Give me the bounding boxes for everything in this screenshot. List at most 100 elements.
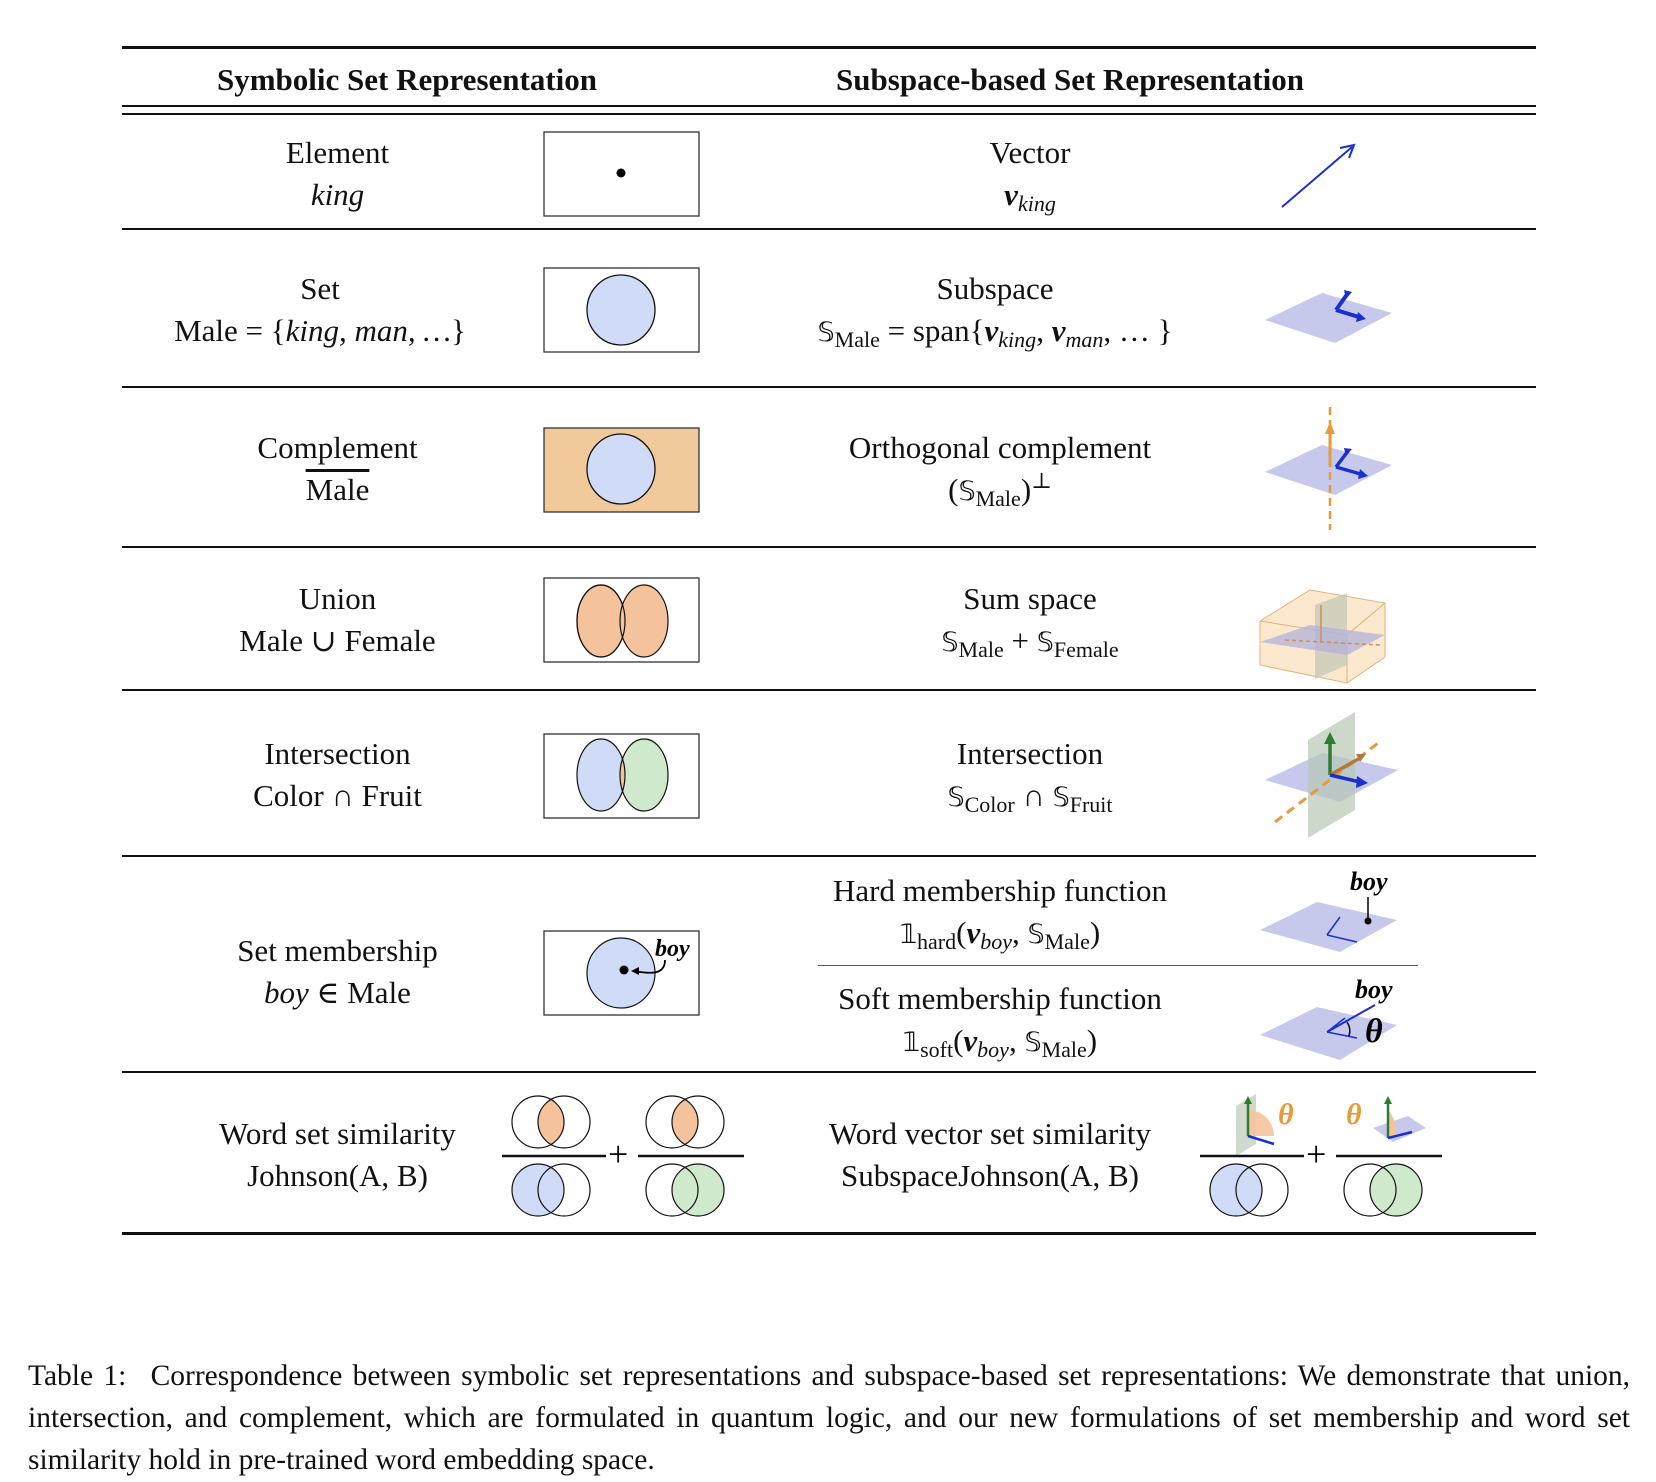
label-hard-membership: Hard membership function bbox=[832, 873, 1168, 908]
indicator-symbol: 𝟙 bbox=[902, 1027, 921, 1058]
S-symbol: 𝕊 bbox=[941, 627, 959, 658]
v2-sub: man bbox=[1065, 327, 1104, 352]
paren-close: ) bbox=[1086, 1023, 1098, 1058]
S-subscript: Male bbox=[834, 327, 880, 352]
vector-arrow-icon bbox=[1281, 146, 1353, 208]
S1-subscript: Color bbox=[964, 792, 1015, 817]
S-symbol: 𝕊 bbox=[1052, 782, 1070, 813]
plus-sign: + bbox=[1306, 1134, 1326, 1174]
header-rule-2 bbox=[122, 113, 1536, 115]
row-rule bbox=[122, 1071, 1536, 1073]
expr-subspace-johnson: SubspaceJohnson(A, B) bbox=[841, 1158, 1139, 1193]
set-lhs: Male bbox=[174, 313, 238, 348]
v1-sub: king bbox=[998, 327, 1037, 352]
S-symbol: 𝕊 bbox=[947, 782, 965, 813]
complement-figure bbox=[543, 427, 700, 513]
cell-soft-membership: Soft membership function 𝟙soft(vboy, 𝕊Ma… bbox=[790, 978, 1210, 1064]
row-rule bbox=[122, 689, 1536, 691]
expr-johnson: Johnson(A, B) bbox=[247, 1158, 428, 1193]
expr-complement: Male bbox=[305, 472, 370, 507]
label-sum-space: Sum space bbox=[963, 581, 1097, 616]
cell-orthogonal: Orthogonal complement (𝕊Male)⊥ bbox=[790, 427, 1210, 513]
vector-figure bbox=[1281, 143, 1356, 208]
element-figure bbox=[543, 131, 700, 217]
orthogonal-figure bbox=[1265, 407, 1392, 530]
row-rule bbox=[122, 386, 1536, 388]
paren-close: ) bbox=[1089, 915, 1101, 950]
membership-divider bbox=[818, 965, 1418, 967]
S-symbol: 𝕊 bbox=[1027, 919, 1045, 950]
paren-open: ( bbox=[953, 1023, 964, 1058]
top-rule bbox=[122, 46, 1536, 49]
label-word-set-similarity: Word set similarity bbox=[219, 1116, 456, 1151]
header-symbolic: Symbolic Set Representation bbox=[216, 62, 598, 97]
v1: v bbox=[984, 313, 999, 348]
set-close: } bbox=[451, 313, 466, 348]
caption-label: Table 1: bbox=[28, 1360, 127, 1392]
S-symbol: 𝕊 bbox=[817, 317, 835, 348]
cell-word-vector-similarity: Word vector set similarity SubspaceJohns… bbox=[800, 1113, 1180, 1197]
cell-subspace: Subspace 𝕊Male = span{vking, vman, … } bbox=[770, 268, 1220, 354]
S1-subscript: Male bbox=[958, 637, 1004, 662]
hard-membership-figure: boy bbox=[1260, 867, 1397, 952]
subspace-figure bbox=[1265, 290, 1392, 343]
cell-set-membership: Set membership boy ∈ Male bbox=[160, 930, 515, 1014]
v-sub: boy bbox=[980, 929, 1012, 954]
span-rest: , … } bbox=[1103, 313, 1173, 348]
set-figure bbox=[543, 267, 700, 353]
label-soft-membership: Soft membership function bbox=[838, 981, 1162, 1016]
row-rule bbox=[122, 855, 1536, 857]
cell-word-set-similarity: Word set similarity Johnson(A, B) bbox=[160, 1113, 515, 1197]
johnson-figure: + bbox=[502, 1095, 744, 1217]
paren-open: ( bbox=[956, 915, 967, 950]
label-subspace-intersection: Intersection bbox=[956, 736, 1104, 771]
bottom-rule bbox=[122, 1232, 1536, 1235]
S-symbol: 𝕊 bbox=[1024, 1027, 1042, 1058]
membership-elem: boy bbox=[264, 975, 309, 1010]
cell-subspace-intersection: Intersection 𝕊Color ∩ 𝕊Fruit bbox=[830, 733, 1230, 819]
row-rule bbox=[122, 546, 1536, 548]
cell-intersection: Intersection Color ∩ Fruit bbox=[160, 733, 515, 817]
set-circle bbox=[586, 274, 656, 346]
caption-text: Correspondence between symbolic set repr… bbox=[28, 1360, 1631, 1476]
S2-subscript: Female bbox=[1053, 637, 1119, 662]
set-items: king, man, … bbox=[285, 313, 451, 348]
label-set: Set bbox=[300, 271, 340, 306]
label-orthogonal: Orthogonal complement bbox=[848, 430, 1152, 465]
S-subscript: Male bbox=[975, 486, 1021, 511]
v2: v bbox=[1051, 313, 1066, 348]
label-element: Element bbox=[285, 135, 390, 170]
set-eq: = { bbox=[237, 313, 286, 348]
v-sub: boy bbox=[977, 1037, 1009, 1062]
cell-union: Union Male ∪ Female bbox=[160, 578, 515, 662]
fn-sub: hard bbox=[917, 929, 957, 954]
expr-intersection: Color ∩ Fruit bbox=[253, 778, 422, 813]
v-symbol: v bbox=[966, 915, 981, 950]
label-complement: Complement bbox=[257, 430, 418, 465]
label-intersection: Intersection bbox=[264, 736, 411, 771]
paren-close: ) bbox=[1020, 472, 1032, 507]
label-word-vector-similarity: Word vector set similarity bbox=[828, 1116, 1152, 1151]
expr-union: Male ∪ Female bbox=[239, 623, 436, 658]
row-rule bbox=[122, 228, 1536, 230]
label-set-membership: Set membership bbox=[237, 933, 438, 968]
cell-vector: Vector vking bbox=[830, 132, 1230, 216]
expr-king: king bbox=[310, 177, 365, 212]
label-vector: Vector bbox=[989, 135, 1071, 170]
subspace-johnson-figure: θ + θ bbox=[1200, 1094, 1442, 1217]
S-sub: Male bbox=[1041, 1037, 1087, 1062]
vector-subscript: king bbox=[1017, 191, 1056, 216]
set-membership-figure: boy bbox=[543, 930, 700, 1016]
subspace-intersection-figure bbox=[1265, 712, 1398, 838]
S-symbol: 𝕊 bbox=[958, 476, 976, 507]
comma: , bbox=[1008, 1023, 1025, 1058]
perp-sup: ⊥ bbox=[1031, 468, 1052, 493]
cell-set: Set Male = {king, man, …} bbox=[120, 268, 520, 352]
vector-symbol: v bbox=[1004, 177, 1018, 212]
theta-label: θ bbox=[1346, 1098, 1362, 1131]
boy-label: boy bbox=[1355, 975, 1393, 1004]
intersection-figure bbox=[543, 733, 700, 819]
table-caption: Table 1: Correspondence between symbolic… bbox=[28, 1355, 1630, 1481]
fn-sub: soft bbox=[920, 1037, 954, 1062]
indicator-symbol: 𝟙 bbox=[899, 919, 918, 950]
